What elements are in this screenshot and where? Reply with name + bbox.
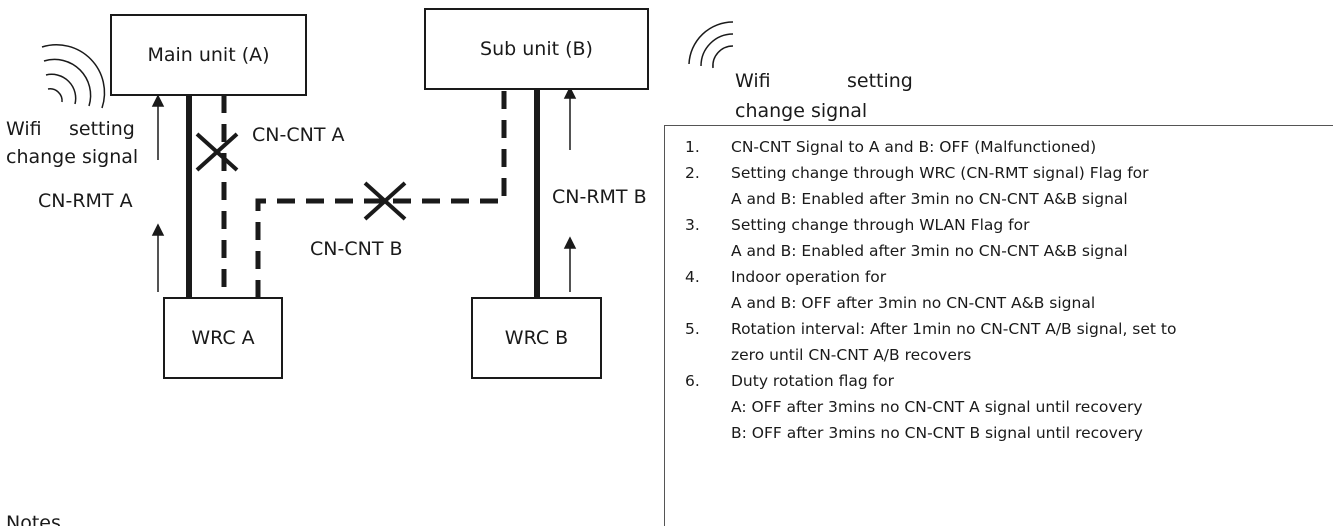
note-item: 4. Indoor operation for A and B: OFF after… [685, 264, 1333, 316]
note-line: CN-CNT Signal to A and B: OFF (Malfuncti… [731, 138, 1097, 156]
note-number: 4. [685, 268, 700, 286]
main-unit-label: Main unit (A) [147, 44, 270, 66]
note-item: 3. Setting change through WLAN Flag for A … [685, 212, 1333, 264]
wrc-b-box: WRC B [471, 297, 602, 379]
note-item: 5. Rotation interval: After 1min no CN-CN… [685, 316, 1333, 368]
note-item: 6. Duty rotation flag for A: OFF after 3mi… [685, 368, 1333, 446]
wrc-b-label: WRC B [504, 327, 569, 349]
notes-panel: 1. CN-CNT Signal to A and B: OFF (Malfunc… [664, 125, 1333, 526]
note-line: Setting change through WRC (CN-RMT signa… [731, 164, 1149, 182]
note-number: 5. [685, 320, 700, 338]
note-line: Rotation interval: After 1min no CN-CNT … [731, 320, 1177, 338]
note-line: Setting change through WLAN Flag for [731, 216, 1030, 234]
wifi-right-icon [688, 21, 734, 69]
wifi-right-label-2: setting [847, 70, 913, 92]
wifi-right-label-3: change signal [735, 100, 868, 122]
note-line: B: OFF after 3mins no CN-CNT B signal un… [731, 424, 1143, 442]
note-line: Duty rotation flag for [731, 372, 894, 390]
main-unit-box: Main unit (A) [110, 14, 307, 96]
cn-rmt-a-label: CN-RMT A [38, 190, 133, 212]
wifi-left-label-2: setting [69, 118, 135, 140]
note-number: 1. [685, 138, 700, 156]
wifi-left-icon [41, 44, 106, 109]
note-text: Setting change through WLAN Flag for A an… [731, 212, 1128, 264]
note-line: A and B: OFF after 3min no CN-CNT A&B si… [731, 294, 1096, 312]
note-line: A and B: Enabled after 3min no CN-CNT A&… [731, 190, 1128, 208]
note-text: Indoor operation for A and B: OFF after 3… [731, 264, 1095, 316]
note-number: 2. [685, 164, 700, 182]
sub-unit-box: Sub unit (B) [424, 8, 649, 90]
wifi-left-label-3: change signal [6, 146, 139, 168]
cross-mark-a [195, 132, 239, 172]
arrow-wifi-a [151, 94, 165, 160]
cn-cnt-b-line [255, 88, 507, 298]
note-text: Setting change through WRC (CN-RMT signa… [731, 160, 1149, 212]
wrc-a-box: WRC A [163, 297, 283, 379]
note-number: 6. [685, 372, 700, 390]
note-text: CN-CNT Signal to A and B: OFF (Malfuncti… [731, 134, 1096, 160]
cross-mark-b [363, 181, 407, 221]
note-text: Duty rotation flag for A: OFF after 3mins… [731, 368, 1143, 446]
wifi-left-label-1: Wifi [6, 118, 42, 140]
wrc-a-label: WRC A [191, 327, 255, 349]
note-line: A: OFF after 3mins no CN-CNT A signal un… [731, 398, 1143, 416]
sub-unit-label: Sub unit (B) [480, 38, 593, 60]
arrow-wifi-b [563, 86, 577, 150]
cn-cnt-b-label: CN-CNT B [310, 238, 403, 260]
note-item: 2. Setting change through WRC (CN-RMT sig… [685, 160, 1333, 212]
note-line: Indoor operation for [731, 268, 887, 286]
cn-rmt-b-label: CN-RMT B [552, 186, 647, 208]
note-number: 3. [685, 216, 700, 234]
note-text: Rotation interval: After 1min no CN-CNT … [731, 316, 1176, 368]
notes-heading: Notes [6, 512, 61, 526]
note-item: 1. CN-CNT Signal to A and B: OFF (Malfunc… [685, 134, 1333, 160]
note-line: A and B: Enabled after 3min no CN-CNT A&… [731, 242, 1128, 260]
wifi-right-label-1: Wifi [735, 70, 771, 92]
note-line: zero until CN-CNT A/B recovers [731, 346, 972, 364]
arrow-rmt-b [563, 236, 577, 292]
arrow-rmt-a [151, 223, 165, 292]
cn-cnt-a-label: CN-CNT A [252, 124, 345, 146]
notes-list: 1. CN-CNT Signal to A and B: OFF (Malfunc… [665, 126, 1333, 446]
